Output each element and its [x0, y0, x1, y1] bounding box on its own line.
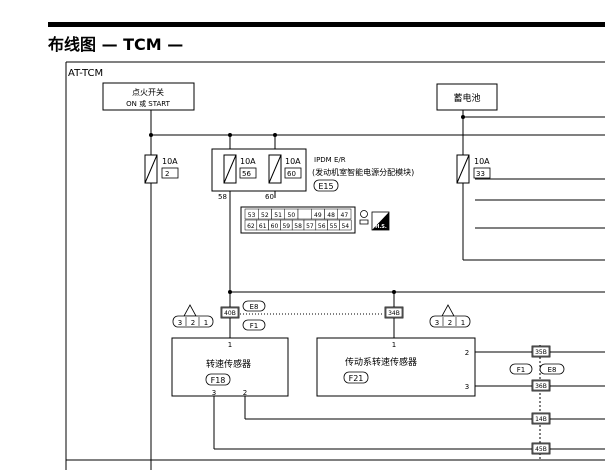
ipdm-title: IPDM E/R	[314, 156, 346, 164]
connector-36b-label: 36B	[535, 383, 547, 390]
face-row1-pin: 49	[314, 212, 322, 219]
battery: 蓄电池	[436, 83, 498, 111]
hs-badge: H.S.	[371, 211, 390, 231]
fuse-left-number: 2	[165, 170, 169, 178]
output-sensor-pin-right-bottom: 3	[465, 383, 469, 391]
face-row2-pin: 60	[271, 223, 279, 230]
ipdm-module: 10A 56 10A 60 58 60	[211, 148, 307, 201]
output-sensor-pin-top: 1	[392, 341, 396, 349]
output-sensor-label: 传动系转速传感器	[345, 356, 417, 368]
fuse-right: 10A 33	[456, 154, 491, 184]
hs-badge-text: H.S.	[375, 224, 387, 230]
connector-45b-label: 45B	[535, 446, 547, 453]
fuse-left-rating: 10A	[162, 157, 178, 166]
face-row2-pin: 58	[294, 223, 302, 230]
connector-14b-label: 14B	[535, 416, 547, 423]
fuse-ipdm-a-rating: 10A	[240, 157, 256, 166]
diagram-frame	[65, 61, 605, 470]
legend-left-2: 1	[204, 319, 208, 327]
ipdm-connector: E15	[318, 182, 333, 191]
face-row2-pin: 56	[318, 223, 326, 230]
page-title: 布线图 — TCM —	[48, 35, 184, 54]
connector-key-icon	[359, 210, 369, 225]
turbine-sensor-connector: F18	[211, 376, 226, 385]
face-row2-pin: 61	[259, 223, 267, 230]
face-row2-cell	[339, 219, 352, 231]
battery-label: 蓄电池	[453, 92, 480, 104]
face-row1-pin: 48	[327, 212, 335, 219]
connector-face-row1: 53 52 51 50 49 48 47	[244, 208, 352, 220]
connector-40b-label: 40B	[224, 310, 236, 317]
ipdm-pin-a: 58	[218, 193, 227, 201]
output-sensor-connector: F21	[349, 374, 364, 383]
ignition-switch-state: ON 或 START	[126, 99, 171, 108]
legend-right-1: 2	[448, 319, 452, 327]
face-row1-pin: 47	[341, 212, 349, 219]
fuse-ipdm-b-number: 60	[287, 170, 296, 178]
face-row1-pin: 50	[288, 212, 296, 219]
fuse-right-number: 33	[476, 170, 485, 178]
title-rule	[48, 22, 605, 27]
ignition-switch-label: 点火开关	[132, 87, 164, 97]
legend-left-0: 3	[178, 319, 182, 327]
output-speed-sensor: 1 传动系转速传感器 F21 2 3	[316, 337, 476, 397]
legend-right-2: 1	[461, 319, 465, 327]
output-sensor-pin-right-top: 2	[465, 349, 469, 357]
ignition-switch: 点火开关 ON 或 START	[102, 82, 195, 111]
face-row1-pin: 53	[248, 212, 256, 219]
turbine-sensor-pin-left: 3	[212, 389, 216, 397]
face-row2-pin: 59	[282, 223, 290, 230]
face-row2-pin: 54	[341, 223, 349, 230]
turbine-sensor-label: 转速传感器	[206, 358, 251, 370]
fuse-ipdm-b-rating: 10A	[285, 157, 301, 166]
connector-34b-label: 34B	[388, 310, 400, 317]
connector-e8-right: E8	[548, 366, 557, 374]
connector-e8-top: E8	[250, 303, 259, 311]
legend-left-1: 2	[191, 319, 195, 327]
face-row1-pin: 51	[274, 212, 282, 219]
face-row1-pin: 52	[261, 212, 269, 219]
turbine-sensor: 1 转速传感器 F18 3 2	[171, 337, 289, 397]
face-row2-pin: 55	[330, 223, 338, 230]
section-label: AT-TCM	[68, 68, 103, 79]
ipdm-pin-b: 60	[265, 193, 274, 201]
pin-legend-left: 3 2 1	[172, 304, 214, 328]
connector-45b: 45B	[531, 442, 551, 455]
face-row2-pin: 62	[247, 223, 255, 230]
connector-35b: 35B	[531, 345, 551, 358]
connector-34b: 34B	[384, 306, 404, 319]
connector-f1-top: F1	[250, 322, 258, 330]
connector-40b: 40B	[220, 306, 240, 319]
face-row1-cell	[337, 208, 352, 220]
ipdm-subtitle: (发动机室智能电源分配模块)	[312, 167, 414, 177]
connector-14b: 14B	[531, 412, 551, 425]
connector-35b-label: 35B	[535, 349, 547, 356]
connector-f1-right: F1	[517, 366, 525, 374]
fuse-right-rating: 10A	[474, 157, 490, 166]
legend-right-0: 3	[435, 319, 439, 327]
fuse-ipdm-a-number: 56	[242, 170, 251, 178]
face-row2-pin: 57	[306, 223, 314, 230]
splice-dots	[149, 115, 465, 294]
turbine-sensor-pin-top: 1	[228, 341, 232, 349]
pin-legend-right: 3 2 1	[429, 304, 471, 328]
turbine-sensor-pin-right: 2	[243, 389, 247, 397]
connector-36b: 36B	[531, 379, 551, 392]
fuse-left: 10A 2	[144, 154, 179, 184]
face-row1-cell	[297, 208, 312, 220]
